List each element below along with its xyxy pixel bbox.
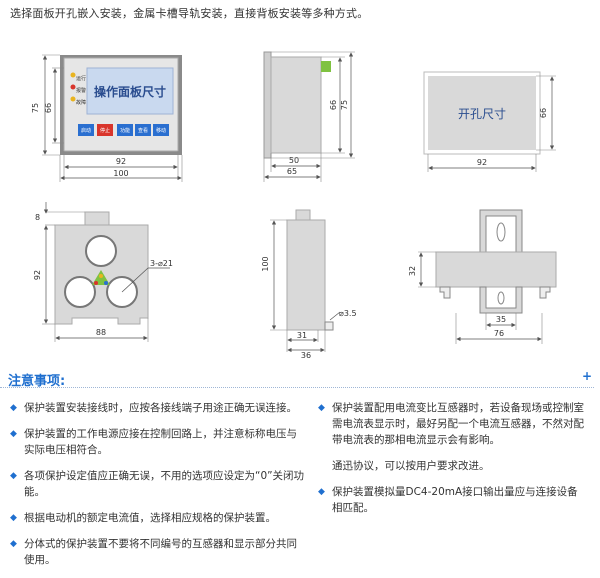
- dim-31: 31: [297, 331, 307, 340]
- indicator-dot: [104, 281, 108, 285]
- transformer-hole: [85, 235, 117, 267]
- bullet-arrow-icon: ◆: [10, 403, 17, 413]
- button-label: 停止: [100, 127, 110, 134]
- list-item: 通迅协议，可以按用户要求改进。: [332, 460, 490, 472]
- list-item: ◆保护装置配用电流变比互感器时，若设备现场或控制室需电流表显示时，最好另配一个电…: [318, 402, 584, 446]
- list-item: ◆保护装置的工作电源应接在控制回路上，并注意标称电压与实际电压相符合。: [10, 428, 297, 456]
- panel-screen: [86, 67, 174, 115]
- indicator-dot: [99, 274, 103, 278]
- bullet-arrow-icon: ◆: [318, 403, 325, 413]
- stop-button[interactable]: [97, 124, 113, 136]
- dim-65: 65: [287, 167, 297, 176]
- side-body: [286, 219, 326, 331]
- side-clip: [324, 321, 334, 331]
- dim-92: 92: [33, 270, 42, 280]
- led-fault: [70, 96, 76, 102]
- intro-text: 选择面板开孔嵌入安装，金属卡槽导轨安装，直接背板安装等多种方式。: [10, 7, 369, 20]
- dim-50: 50: [289, 156, 299, 165]
- notes-header: 注意事项: +: [0, 365, 594, 389]
- dim-35: 35: [496, 315, 506, 324]
- hole-label: 3-⌀21: [150, 259, 173, 268]
- bullet-arrow-icon: ◆: [318, 487, 325, 497]
- bullet-arrow-icon: ◆: [10, 513, 17, 523]
- rail-slot: [497, 291, 505, 305]
- transformer-front-view: 3-⌀21 8 92 88: [33, 202, 173, 342]
- indicator-dot: [94, 281, 98, 285]
- dim-100: 100: [113, 169, 128, 178]
- notes-right-column: ◆保护装置配用电流变比互感器时，若设备现场或控制室需电流表显示时，最好另配一个电…: [318, 400, 588, 526]
- led-alarm: [70, 84, 76, 90]
- side-bezel: [263, 51, 272, 159]
- rail-slot: [496, 222, 506, 242]
- led-label: 故障: [76, 99, 86, 106]
- list-item: ◆根据电动机的额定电流值，选择相应规格的保护装置。: [10, 512, 276, 524]
- transformer-hole: [64, 276, 96, 308]
- dimension-drawings: 操作面板尺寸 运行 报警 故障 启动 停止 功能 查看 移动 92 100 75: [31, 51, 557, 360]
- notes-left-column: ◆保护装置安装接线时，应按各接线端子用途正确无误连接。 ◆保护装置的工作电源应接…: [10, 400, 305, 578]
- dim-8: 8: [35, 213, 40, 222]
- move-button[interactable]: [153, 124, 169, 136]
- dim-66: 66: [329, 100, 338, 110]
- expand-plus-icon[interactable]: +: [581, 369, 592, 383]
- bullet-arrow-icon: ◆: [10, 539, 17, 549]
- dim-66: 66: [44, 103, 53, 113]
- dim-88: 88: [96, 328, 106, 337]
- dim-66: 66: [539, 108, 548, 118]
- list-item: ◆分体式的保护装置不要将不同编号的互感器和显示部分共同使用。: [10, 538, 297, 566]
- view-button[interactable]: [135, 124, 151, 136]
- rail-foot-left: [439, 286, 451, 299]
- rail-body: [435, 251, 557, 288]
- cutout-label: 开孔尺寸: [458, 107, 506, 121]
- dim-75: 75: [31, 103, 40, 113]
- rail-foot-right: [539, 286, 551, 299]
- list-item: ◆保护装置模拟量DC4-20mA接口输出量应与连接设备相匹配。: [318, 486, 578, 514]
- led-label: 报警: [76, 87, 86, 94]
- dim-92: 92: [477, 158, 487, 167]
- side-body: [270, 56, 322, 154]
- transformer-side-view: 100 31 36 ⌀3.5: [261, 209, 357, 360]
- dim-36: 36: [301, 351, 311, 360]
- bullet-arrow-icon: ◆: [10, 471, 17, 481]
- side-terminal: [321, 61, 331, 72]
- dim-92: 92: [116, 157, 126, 166]
- list-item: ◆各项保护设定值应正确无误，不用的选项应设定为“0”关闭功能。: [10, 470, 305, 498]
- rail-view: 32 35 76: [408, 209, 557, 344]
- panel-side-view: 50 65 66 75: [263, 51, 355, 182]
- dim-32: 32: [408, 266, 417, 276]
- dim-100: 100: [261, 256, 270, 271]
- panel-front-view: 操作面板尺寸 运行 报警 故障 启动 停止 功能 查看 移动 92 100 75: [31, 54, 183, 182]
- dim-3-5: ⌀3.5: [339, 309, 357, 318]
- cutout-hole: [428, 76, 536, 150]
- button-label: 移动: [156, 127, 166, 134]
- button-label: 启动: [81, 127, 91, 134]
- side-terminal: [295, 209, 311, 221]
- cutout-view: 开孔尺寸 92 66: [423, 71, 556, 172]
- panel-label: 操作面板尺寸: [94, 84, 166, 99]
- notes-title: 注意事项:: [8, 374, 66, 389]
- led-run: [70, 72, 76, 78]
- transformer-terminal: [84, 211, 110, 226]
- start-button[interactable]: [78, 124, 94, 136]
- list-item: ◆保护装置安装接线时，应按各接线端子用途正确无误连接。: [10, 402, 297, 414]
- dim-75: 75: [340, 100, 349, 110]
- led-label: 运行: [76, 75, 86, 82]
- rail-bracket-lower: [479, 286, 523, 314]
- button-label: 功能: [120, 127, 130, 134]
- bullet-arrow-icon: ◆: [10, 429, 17, 439]
- dim-76: 76: [494, 329, 504, 338]
- button-label: 查看: [138, 127, 148, 134]
- function-button[interactable]: [117, 124, 133, 136]
